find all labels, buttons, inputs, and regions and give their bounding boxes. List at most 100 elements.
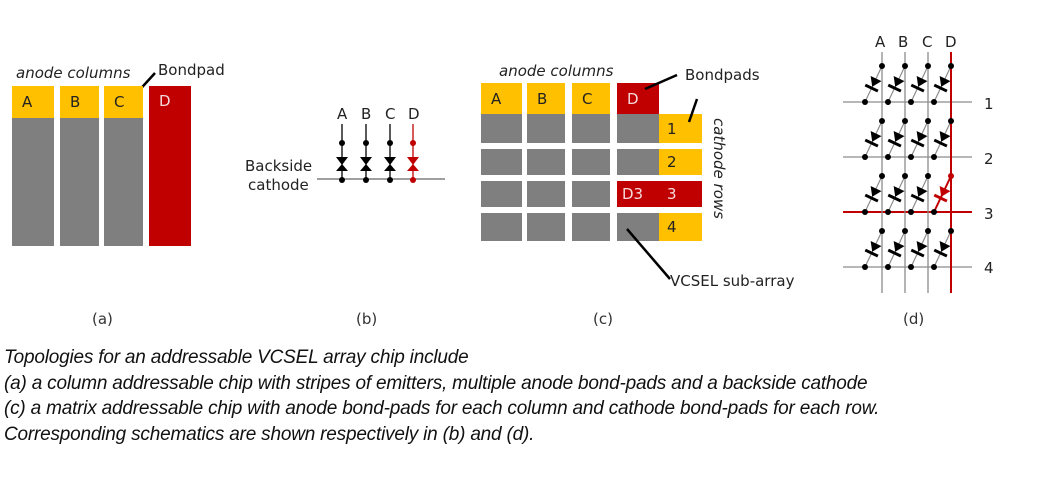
column-label-d-c: C [922, 33, 933, 51]
diode-bar [864, 248, 879, 258]
diode-icon [933, 131, 951, 148]
bondpad-c-col-d-highlighted: D [617, 83, 659, 114]
junction-dot [948, 118, 954, 124]
junction-dot [931, 99, 937, 105]
vcsel-subarray [572, 181, 610, 207]
junction-dot [862, 99, 868, 105]
figure-caption: Topologies for an addressable VCSEL arra… [4, 345, 1040, 447]
vcsel-subarray [481, 114, 522, 143]
diode-icon [887, 131, 905, 148]
diode-icon [910, 241, 928, 258]
diode-icon [360, 157, 372, 165]
backside-label: Backside [245, 157, 313, 175]
diode-icon [887, 186, 905, 203]
column-label-b-b: B [361, 105, 372, 123]
vcsel-subarray [572, 114, 610, 143]
bondpad-c-col-b: B [527, 83, 565, 114]
diode-icon [887, 241, 905, 258]
junction-dot [363, 140, 369, 146]
bondpad-a-col-c: C [104, 86, 143, 118]
diode-bar [887, 248, 902, 258]
junction-dot [363, 177, 369, 183]
diode-triangle [939, 131, 951, 142]
vcsel-subarray [527, 114, 565, 143]
junction-dot [410, 140, 416, 146]
diode-icon [384, 164, 396, 171]
column-label-b-c: C [385, 105, 396, 123]
vcsel-subarray [527, 149, 565, 175]
diode-icon [360, 164, 372, 171]
diode-bar [910, 193, 925, 203]
column-label-b-a: A [337, 105, 348, 123]
diode-bar [933, 83, 948, 93]
diode-icon [384, 157, 396, 165]
diode-triangle [939, 186, 951, 197]
junction-dot [902, 173, 908, 179]
diode-bar [910, 138, 925, 148]
vcsel-subarray [572, 213, 610, 241]
diode-bar [887, 83, 902, 93]
diode-bar [910, 248, 925, 258]
column-label-b-d: D [408, 105, 420, 123]
junction-dot [885, 154, 891, 160]
caption-line: Topologies for an addressable VCSEL arra… [4, 347, 469, 368]
bondpad-c-row-1: 1 [659, 114, 702, 143]
caption-line: Corresponding schematics are shown respe… [4, 423, 535, 445]
vcsel-subarray [527, 181, 565, 207]
junction-dot [908, 99, 914, 105]
vcsel-subarray [481, 149, 522, 175]
junction-dot [879, 173, 885, 179]
caption-line: (c) a matrix addressable chip with anode… [4, 398, 880, 419]
column-label-d-d: D [945, 33, 957, 51]
bondpad-c-row-4: 4 [659, 213, 702, 241]
junction-dot [908, 154, 914, 160]
diode-icon [864, 241, 882, 258]
diode-triangle [916, 76, 928, 87]
diode-icon [887, 76, 905, 93]
junction-dot [387, 177, 393, 183]
anode-columns-label-c: anode columns [499, 62, 614, 80]
diode-icon [910, 186, 928, 203]
emitter-stripe-b [60, 118, 99, 246]
row-label-d-2: 2 [984, 150, 994, 168]
panel-label-c: (c) [593, 310, 613, 328]
diode-triangle [893, 131, 905, 142]
bondpad-a-col-a: A [12, 86, 54, 118]
junction-dot [879, 228, 885, 234]
junction-dot [902, 118, 908, 124]
diode-icon [933, 76, 951, 93]
vcsel-subarray-label: VCSEL sub-array [670, 272, 795, 290]
junction-dot [908, 264, 914, 270]
diode-triangle [870, 76, 882, 87]
junction-dot [902, 63, 908, 69]
column-label-d-b: B [898, 33, 909, 51]
bondpad-c-col-c: C [572, 83, 610, 114]
bondpad-c-col-a: A [481, 83, 522, 114]
junction-dot [885, 99, 891, 105]
junction-dot [948, 63, 954, 69]
vcsel-subarray [617, 213, 659, 241]
junction-dot [885, 209, 891, 215]
diode-icon [910, 131, 928, 148]
diode-bar [864, 83, 879, 93]
panel-label-a: (a) [92, 310, 113, 328]
diode-bar [933, 193, 948, 203]
diode-bar [864, 138, 879, 148]
junction-dot [931, 154, 937, 160]
bondpads-label-c: Bondpads [685, 66, 760, 84]
junction-dot [879, 63, 885, 69]
junction-dot [387, 140, 393, 146]
vcsel-subarray [481, 213, 522, 241]
junction-dot [339, 177, 345, 183]
junction-dot [902, 228, 908, 234]
column-label-d-a: A [875, 33, 886, 51]
bondpad-leader-row1 [687, 98, 699, 123]
junction-dot [925, 228, 931, 234]
junction-dot [925, 63, 931, 69]
row-label-d-1: 1 [984, 95, 994, 113]
diode-triangle [916, 241, 928, 252]
diode-bar [933, 138, 948, 148]
subarray-leader [626, 228, 671, 280]
